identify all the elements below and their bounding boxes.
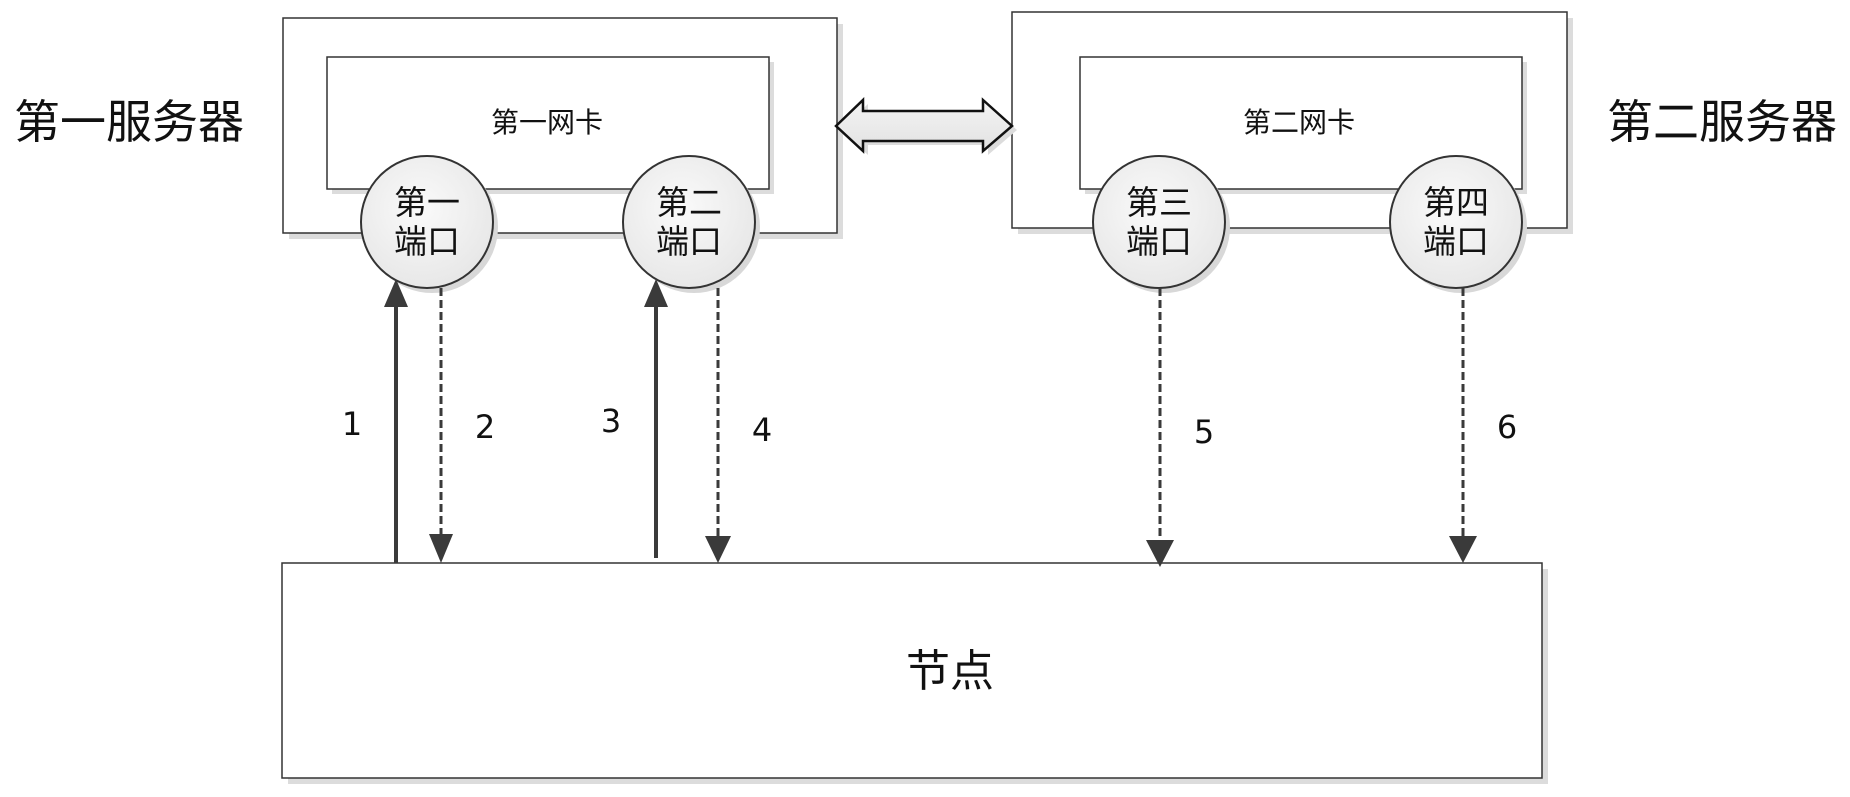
arrow-up-icon	[644, 279, 668, 307]
arrow-down-icon	[429, 534, 453, 563]
flow-4: 4	[705, 288, 772, 563]
port-1-circle	[360, 155, 494, 289]
port-2: 第二 端口	[622, 155, 760, 293]
nic-2-label: 第二网卡	[1243, 106, 1355, 139]
flow-2: 2	[429, 288, 495, 563]
flow-4-label: 4	[752, 411, 772, 449]
port-2-label-line1: 第二	[656, 183, 722, 222]
arrow-down-icon	[705, 536, 731, 563]
port-1: 第一 端口	[360, 155, 498, 293]
arrow-up-icon	[384, 279, 408, 307]
flow-6-label: 6	[1497, 408, 1517, 446]
nic-1-label: 第一网卡	[491, 106, 603, 139]
flow-3-label: 3	[601, 402, 621, 440]
server-1-label: 第一服务器	[14, 95, 244, 149]
port-2-circle	[622, 155, 756, 289]
arrow-down-icon	[1146, 540, 1174, 567]
node-label: 节点	[906, 646, 994, 697]
node-frame	[281, 562, 1543, 779]
port-1-label-line1: 第一	[394, 183, 460, 222]
bidirectional-arrow-icon	[834, 97, 1014, 154]
port-3-label-line2: 端口	[1126, 222, 1192, 261]
port-2-label-line2: 端口	[656, 222, 722, 261]
port-4: 第四 端口	[1389, 155, 1527, 293]
port-3: 第三 端口	[1092, 155, 1230, 293]
port-1-label-line2: 端口	[394, 222, 460, 261]
interconnect-double-arrow	[834, 97, 1017, 155]
flow-2-label: 2	[475, 408, 495, 446]
arrow-down-icon	[1449, 536, 1477, 563]
flow-1-label: 1	[342, 405, 362, 443]
port-4-label-line1: 第四	[1423, 183, 1489, 222]
port-3-label-line1: 第三	[1126, 183, 1192, 222]
port-4-label-line2: 端口	[1423, 222, 1489, 261]
flow-5: 5	[1146, 288, 1214, 567]
flow-5-label: 5	[1194, 413, 1214, 451]
port-4-circle	[1389, 155, 1523, 289]
node-box: 节点	[281, 562, 1548, 784]
flow-3: 3	[601, 279, 668, 558]
flow-6: 6	[1449, 288, 1517, 563]
server-2-label: 第二服务器	[1607, 95, 1837, 149]
flow-1: 1	[342, 279, 408, 563]
